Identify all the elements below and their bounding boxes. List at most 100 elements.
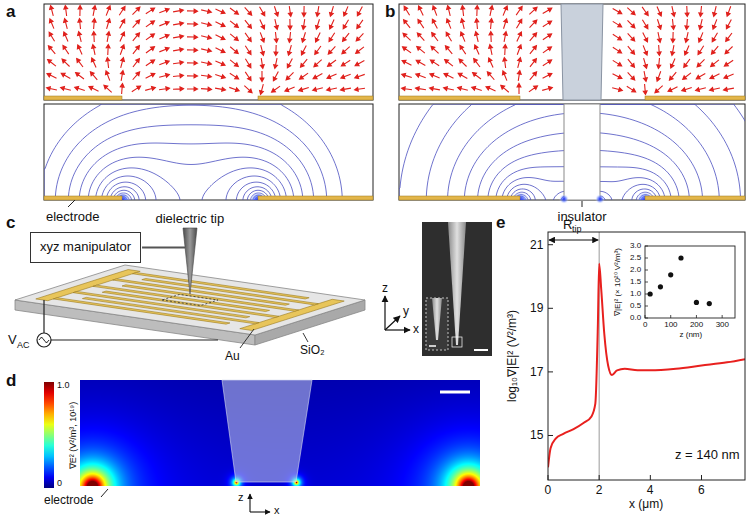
leader-line [303, 333, 308, 342]
field-arrow [78, 19, 82, 29]
tick-label: 2 [596, 484, 603, 496]
field-arrow [315, 46, 321, 55]
tick-label: 0.5 [630, 302, 641, 310]
field-arrow [272, 86, 281, 92]
field-arrow [107, 32, 111, 42]
field-arrow [244, 86, 252, 93]
colorbar-title: ∇E² (V²/m³, 10¹⁹) [69, 401, 78, 468]
field-arrow [316, 6, 320, 16]
field-arrow [699, 19, 703, 29]
field-arrow [402, 74, 412, 78]
insulator-block [564, 104, 600, 200]
field-arrow [245, 33, 251, 42]
leader-line [240, 329, 254, 348]
field-arrow [402, 60, 411, 65]
field-arrow [78, 6, 82, 16]
field-arrow [685, 19, 689, 29]
heatmap-panel [44, 380, 480, 512]
field-arrow [627, 8, 635, 15]
field-arrow [50, 6, 54, 16]
tick-mark [645, 246, 648, 247]
axis-title: ∇|E|² (× 10²⁰ V²/m³) [614, 248, 622, 316]
field-arrow [47, 73, 56, 78]
panel-letter: d [6, 372, 16, 389]
field-arrow [132, 86, 141, 92]
field-arrow [712, 33, 717, 42]
tick-label: 6 [698, 484, 705, 496]
field-arrow [628, 33, 635, 41]
field-arrow [517, 71, 521, 81]
field-arrow [229, 87, 239, 91]
inset-frame [645, 246, 735, 318]
tick-mark [599, 475, 600, 480]
field-arrow [613, 21, 622, 27]
field-arrow [342, 47, 350, 54]
field-arrow [489, 32, 493, 42]
field-arrow [329, 19, 334, 29]
tick-label: 1.5 [630, 278, 641, 286]
field-arrow [286, 72, 293, 79]
leader-line [68, 200, 75, 207]
data-point [668, 272, 673, 277]
field-arrow [356, 47, 364, 53]
field-arrow [76, 73, 84, 79]
field-arrow [245, 72, 251, 81]
tick-label: 0.0 [630, 314, 641, 322]
contour-line [44, 104, 342, 200]
field-arrow [711, 60, 719, 67]
field-arrow [430, 73, 440, 77]
field-arrow [302, 32, 306, 42]
material-label: SiO₂ [300, 344, 325, 356]
field-arrow [133, 20, 140, 28]
field-gradient-map [80, 380, 480, 486]
axis-title: log₁₀∇|E|² (V²/m³) [506, 310, 518, 402]
field-arrow [504, 19, 508, 29]
field-arrow [260, 71, 264, 81]
field-arrow [133, 59, 139, 67]
field-arrow [329, 33, 335, 42]
line-plot [548, 232, 745, 480]
field-arrow [104, 85, 112, 92]
field-arrow [260, 58, 264, 68]
electrode [258, 96, 373, 100]
contour-line [426, 104, 740, 200]
tick-label: 1.0 [630, 290, 641, 298]
field-arrow [245, 59, 250, 68]
field-arrow [642, 7, 648, 16]
field-arrow [713, 6, 717, 16]
scale-bar [429, 345, 436, 347]
electrode-label: electrode [44, 494, 93, 506]
field-arrow [656, 71, 660, 81]
field-arrow [542, 87, 552, 91]
field-arrow [260, 7, 265, 16]
field-arrow [299, 88, 309, 92]
field-arrow [215, 22, 224, 27]
field-arrow [612, 88, 622, 92]
sem-tip [432, 298, 442, 340]
tick-label: 21 [530, 239, 543, 251]
field-arrow [201, 62, 211, 66]
field-arrow [489, 19, 493, 29]
tick-label: 300 [716, 321, 729, 329]
field-box [44, 104, 373, 200]
field-arrow [106, 6, 110, 16]
field-arrow [146, 60, 155, 66]
voltage-symbol: V [8, 333, 17, 346]
field-arrow [146, 8, 155, 14]
tick-mark [548, 244, 553, 245]
field-arrow [655, 86, 663, 93]
contour-line [55, 105, 326, 200]
field-arrow [416, 74, 426, 78]
field-arrow [274, 45, 278, 55]
field-arrow [543, 60, 552, 66]
field-arrow [288, 19, 292, 29]
field-arrow [173, 74, 183, 78]
field-contours [44, 104, 342, 200]
field-arrow [418, 6, 423, 15]
tick-mark [645, 258, 648, 259]
axis-label: x [413, 323, 419, 335]
tick-mark [722, 315, 723, 318]
field-arrow [627, 20, 634, 27]
field-arrow [430, 60, 439, 66]
